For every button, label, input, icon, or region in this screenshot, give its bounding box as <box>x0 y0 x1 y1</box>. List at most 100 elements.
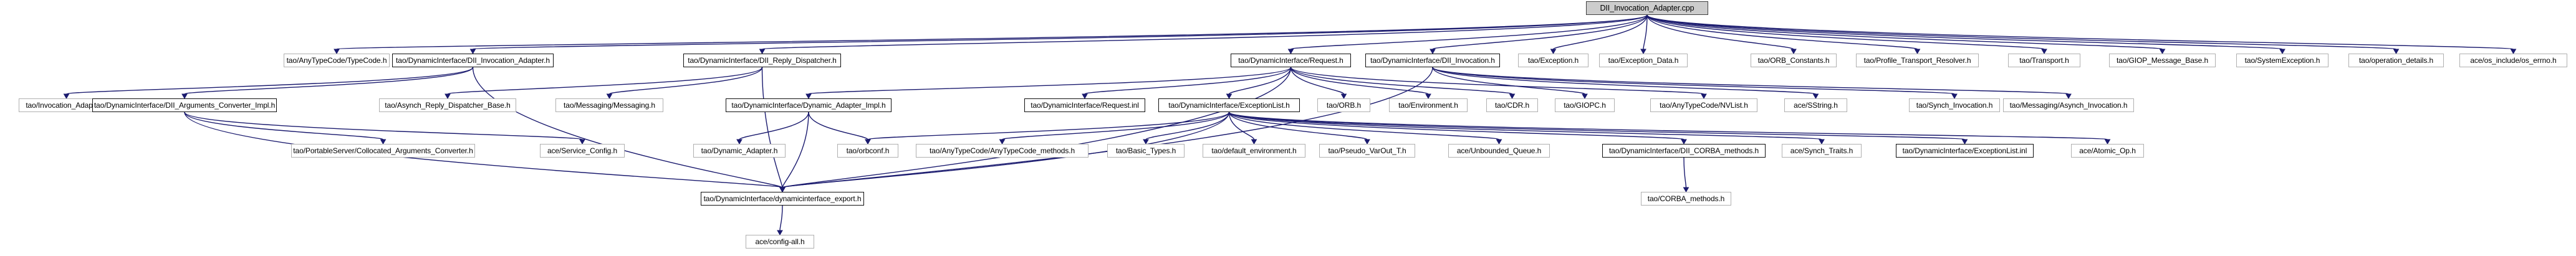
graph-edge <box>1290 67 1513 95</box>
graph-edge <box>472 67 783 188</box>
graph-edge <box>1290 67 1345 95</box>
graph-edge-arrowhead <box>779 187 786 193</box>
graph-node[interactable]: tao/DynamicInterface/DII_Invocation.h <box>1365 54 1500 67</box>
graph-edge-arrowhead <box>606 93 613 100</box>
graph-edge-arrowhead <box>1683 187 1689 193</box>
graph-edge-arrowhead <box>779 187 786 193</box>
graph-edge <box>761 67 783 188</box>
graph-edge-arrowhead <box>779 187 786 193</box>
graph-node[interactable]: tao/Pseudo_VarOut_T.h <box>1319 144 1415 158</box>
graph-edge <box>1290 14 1648 50</box>
graph-node[interactable]: tao/DynamicInterface/DII_Arguments_Conve… <box>92 98 277 112</box>
graph-edge-arrowhead <box>181 93 188 100</box>
graph-node[interactable]: tao/Messaging/Messaging.h <box>555 98 663 112</box>
graph-edge <box>1643 14 1648 50</box>
graph-node[interactable]: tao/Exception.h <box>1518 54 1588 67</box>
graph-edge-arrowhead <box>1340 93 1347 100</box>
graph-node[interactable]: ace/os_include/os_errno.h <box>2459 54 2567 67</box>
graph-node[interactable]: DII_Invocation_Adapter.cpp <box>1586 1 1708 15</box>
graph-node[interactable]: tao/Messaging/Asynch_Invocation.h <box>2003 98 2134 112</box>
graph-edge <box>782 67 1292 188</box>
graph-node[interactable]: tao/default_environment.h <box>1203 144 1305 158</box>
graph-node[interactable]: tao/DynamicInterface/DII_Invocation_Adap… <box>392 54 554 67</box>
graph-edge-arrowhead <box>779 187 786 193</box>
graph-edge <box>739 111 809 140</box>
graph-node[interactable]: tao/orbconf.h <box>837 144 898 158</box>
graph-edge <box>1683 157 1687 188</box>
graph-edge <box>336 14 1648 50</box>
graph-edge <box>1228 111 1684 140</box>
graph-edge <box>608 67 763 95</box>
graph-edge-arrowhead <box>1819 139 1825 145</box>
graph-node[interactable]: tao/AnyTypeCode/TypeCode.h <box>284 54 390 67</box>
graph-node[interactable]: tao/Asynch_Reply_Dispatcher_Base.h <box>379 98 516 112</box>
graph-node[interactable]: tao/operation_details.h <box>2348 54 2444 67</box>
graph-node[interactable]: tao/DynamicInterface/DII_Reply_Dispatche… <box>683 54 841 67</box>
graph-edge <box>184 67 474 95</box>
graph-edge <box>65 67 474 95</box>
graph-edge <box>472 14 1648 50</box>
graph-node[interactable]: tao/DynamicInterface/Request.inl <box>1024 98 1145 112</box>
graph-edge-arrowhead <box>779 187 786 193</box>
graph-node[interactable]: ace/Unbounded_Queue.h <box>1448 144 1550 158</box>
graph-node[interactable]: ace/Atomic_Op.h <box>2071 144 2144 158</box>
graph-node[interactable]: tao/AnyTypeCode/AnyTypeCode_methods.h <box>916 144 1089 158</box>
graph-edge-arrowhead <box>1790 49 1797 55</box>
graph-node[interactable]: tao/PortableServer/Collocated_Arguments_… <box>291 144 475 158</box>
graph-edge-arrowhead <box>2279 49 2285 55</box>
graph-node[interactable]: tao/DynamicInterface/Request.h <box>1231 54 1351 67</box>
graph-node[interactable]: tao/DynamicInterface/ExceptionList.h <box>1158 98 1300 112</box>
graph-node[interactable]: tao/GIOP_Message_Base.h <box>2109 54 2216 67</box>
graph-node[interactable]: tao/Dynamic_Adapter.h <box>693 144 786 158</box>
graph-edge-arrowhead <box>2393 49 2400 55</box>
graph-edge-arrowhead <box>1287 49 1294 55</box>
graph-edge-arrowhead <box>759 49 766 55</box>
graph-edge <box>1228 67 1292 95</box>
graph-edge <box>1084 67 1292 95</box>
graph-node[interactable]: tao/Exception_Data.h <box>1599 54 1688 67</box>
graph-node[interactable]: tao/CDR.h <box>1486 98 1538 112</box>
graph-edge <box>867 111 1230 140</box>
graph-edge-arrowhead <box>334 49 340 55</box>
graph-edge-arrowhead <box>999 139 1006 145</box>
graph-node[interactable]: tao/Basic_Types.h <box>1107 144 1185 158</box>
graph-edge <box>1552 14 1648 50</box>
graph-node[interactable]: ace/config-all.h <box>746 235 814 249</box>
graph-edge <box>1228 111 1500 140</box>
graph-edge <box>808 111 868 140</box>
graph-node[interactable]: tao/DynamicInterface/ExceptionList.inl <box>1896 144 2034 158</box>
graph-node[interactable]: tao/Environment.h <box>1389 98 1468 112</box>
graph-node[interactable]: tao/SystemException.h <box>2236 54 2328 67</box>
graph-node[interactable]: tao/Synch_Invocation.h <box>1909 98 2000 112</box>
graph-edge-arrowhead <box>1509 93 1516 100</box>
graph-edge <box>1290 67 1429 95</box>
graph-edge-arrowhead <box>779 187 786 193</box>
graph-edge-arrowhead <box>1226 93 1233 100</box>
graph-edge <box>1228 111 1255 140</box>
graph-node[interactable]: tao/CORBA_methods.h <box>1641 192 1731 206</box>
graph-edge <box>1432 67 1955 95</box>
graph-edge <box>782 67 1433 188</box>
graph-node[interactable]: tao/Invocation_Adapter.h <box>19 98 114 112</box>
graph-edge-arrowhead <box>1701 93 1707 100</box>
graph-edge <box>1646 14 2514 50</box>
graph-node[interactable]: tao/Transport.h <box>2008 54 2080 67</box>
graph-node[interactable]: tao/ORB.h <box>1317 98 1370 112</box>
graph-node[interactable]: ace/Service_Config.h <box>540 144 625 158</box>
graph-edge-arrowhead <box>2104 139 2111 145</box>
graph-edge <box>1432 14 1648 50</box>
graph-node[interactable]: ace/SString.h <box>1784 98 1847 112</box>
graph-node[interactable]: tao/DynamicInterface/DII_CORBA_methods.h <box>1602 144 1766 158</box>
graph-edge-arrowhead <box>1251 139 1257 145</box>
graph-node[interactable]: tao/GIOPC.h <box>1555 98 1615 112</box>
graph-edge <box>1290 67 1704 95</box>
graph-node[interactable]: tao/DynamicInterface/dynamicinterface_ex… <box>701 192 864 206</box>
graph-node[interactable]: tao/DynamicInterface/Dynamic_Adapter_Imp… <box>726 98 892 112</box>
graph-node[interactable]: tao/AnyTypeCode/NVList.h <box>1650 98 1757 112</box>
graph-node[interactable]: tao/Profile_Transport_Resolver.h <box>1856 54 1979 67</box>
graph-node[interactable]: tao/ORB_Constants.h <box>1751 54 1837 67</box>
graph-node[interactable]: ace/Synch_Traits.h <box>1782 144 1862 158</box>
graph-edge <box>808 67 1292 95</box>
